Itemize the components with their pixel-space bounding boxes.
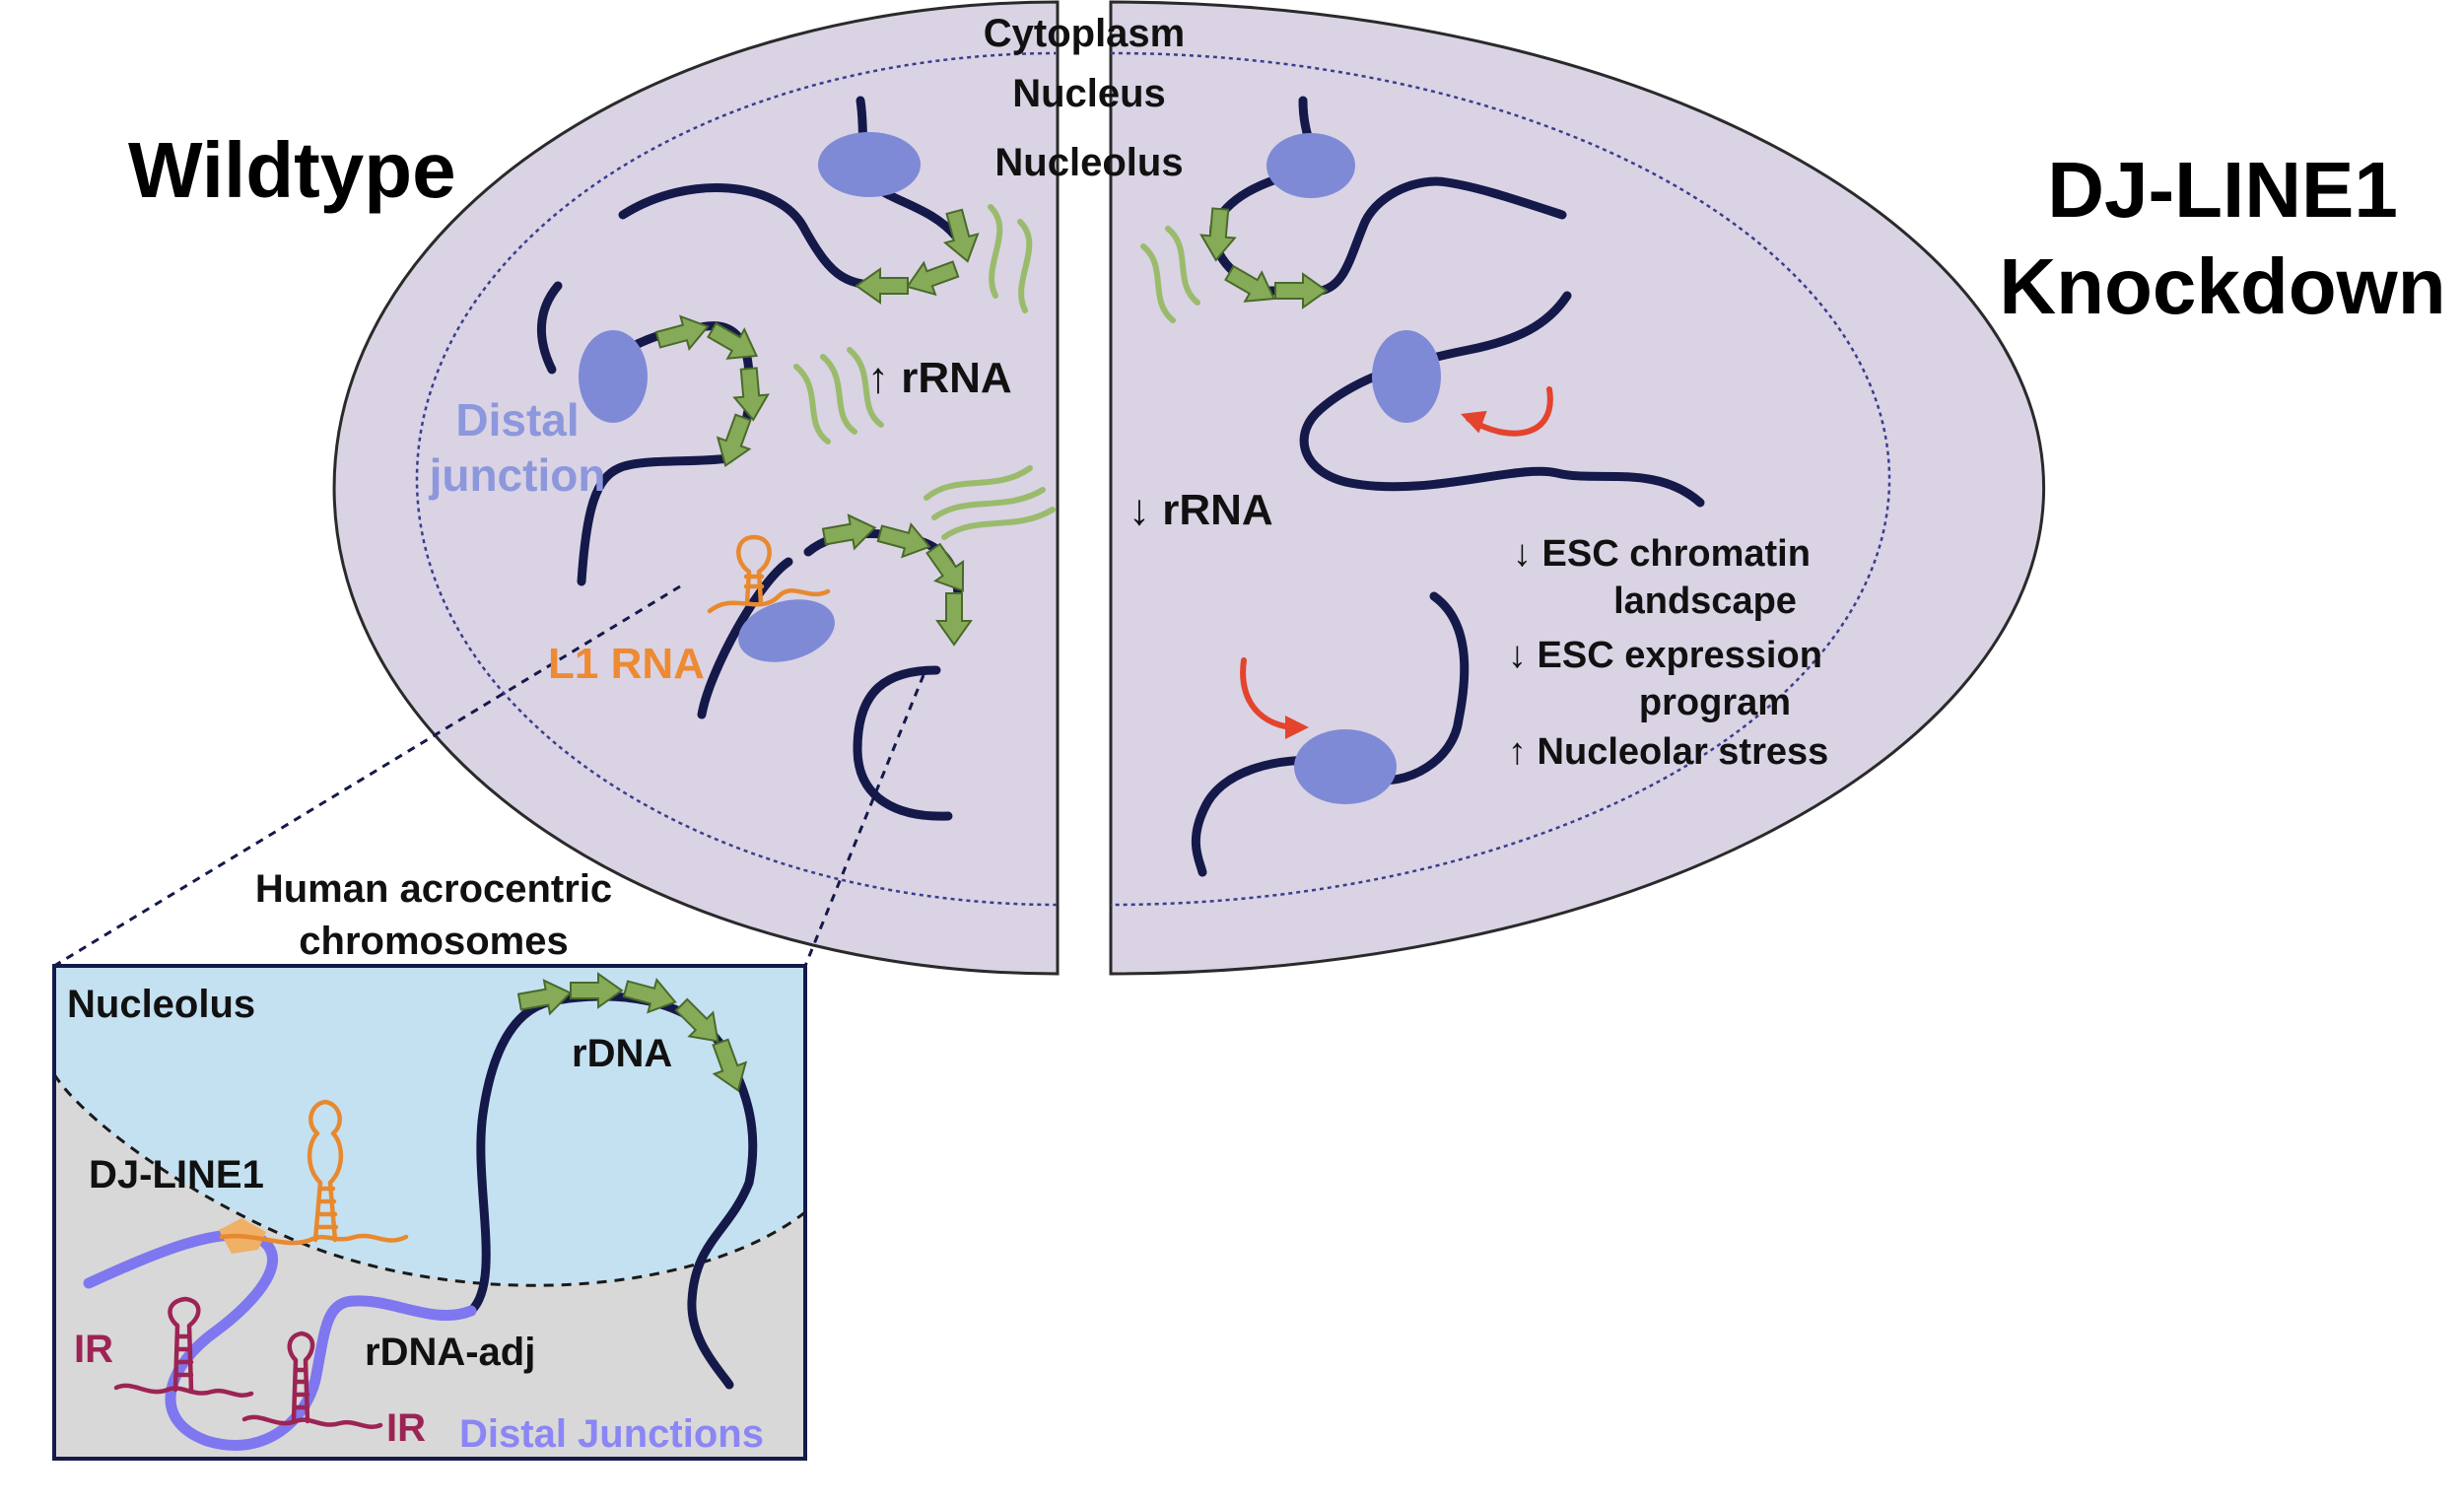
effect-chromatin-line1: ↓ ESC chromatin [1513, 533, 1811, 575]
ir-label-right: IR [386, 1406, 426, 1450]
nucleolus-label: Nucleolus [994, 141, 1183, 184]
distal-junction-label-line2: junction [429, 449, 606, 501]
nucleus-label: Nucleus [1012, 72, 1166, 115]
knockdown-chromosome-middle [1299, 291, 1705, 508]
rdna-adj-label: rDNA-adj [365, 1331, 535, 1374]
knockdown-chromosome-top [1140, 96, 1567, 323]
human-acrocentric-line1: Human acrocentric [255, 867, 612, 911]
knockdown-chromosome-bottom [1191, 591, 1470, 877]
dj-line1-hairpin-icon [219, 1099, 409, 1254]
distal-junction-protein [1372, 330, 1441, 423]
knockdown-title-line2: Knockdown [1999, 242, 2445, 330]
distal-junction-protein [818, 132, 921, 197]
disruption-arrow-icon [1456, 386, 1553, 437]
zoom-lines [53, 584, 925, 968]
effect-nucleolar-stress: ↑ Nucleolar stress [1508, 731, 1828, 773]
nucleus-boundary [415, 51, 1891, 907]
inset-panel: Nucleolus rDNA DJ-LINE1 rDNA-adj IR IR D… [52, 964, 807, 1461]
disruption-arrow-icon [1240, 657, 1309, 739]
l1-rna-hairpin-icon [707, 534, 831, 614]
wildtype-title: Wildtype [128, 126, 456, 214]
l1-rna-label: L1 RNA [548, 640, 705, 688]
rrna-down-label: ↓ rRNA [1129, 486, 1273, 534]
distal-junction-protein [1266, 133, 1355, 198]
distal-junction-protein [738, 599, 835, 662]
cell-wildtype-half [332, 0, 1060, 976]
wildtype-chromosome-bottom [697, 465, 1056, 821]
rrna-up-label: ↑ rRNA [867, 354, 1012, 402]
wildtype-chromosome-top [618, 96, 1033, 313]
ir-hairpin-icon-left [113, 1296, 254, 1398]
cytoplasm-label: Cytoplasm [984, 12, 1186, 55]
effect-expression-line1: ↓ ESC expression [1508, 635, 1822, 676]
distal-junctions-label: Distal Junctions [459, 1412, 764, 1456]
distal-junction-protein [579, 330, 648, 423]
effect-expression-line2: program [1639, 682, 1791, 723]
distal-junction-protein [1294, 729, 1397, 804]
dj-line1-label: DJ-LINE1 [89, 1153, 264, 1196]
knockdown-title-line1: DJ-LINE1 [2047, 146, 2398, 234]
human-acrocentric-line2: chromosomes [299, 920, 568, 963]
ir-hairpin-icon-right [241, 1331, 383, 1429]
rdna-label: rDNA [572, 1032, 672, 1075]
wildtype-chromosome-left [537, 281, 884, 586]
panel-divider [1060, 148, 1109, 1015]
distal-junction-label-line1: Distal [455, 394, 579, 445]
effect-chromatin-line2: landscape [1613, 581, 1797, 622]
ir-label-left: IR [74, 1328, 113, 1371]
inset-nucleolus-label: Nucleolus [67, 983, 255, 1026]
